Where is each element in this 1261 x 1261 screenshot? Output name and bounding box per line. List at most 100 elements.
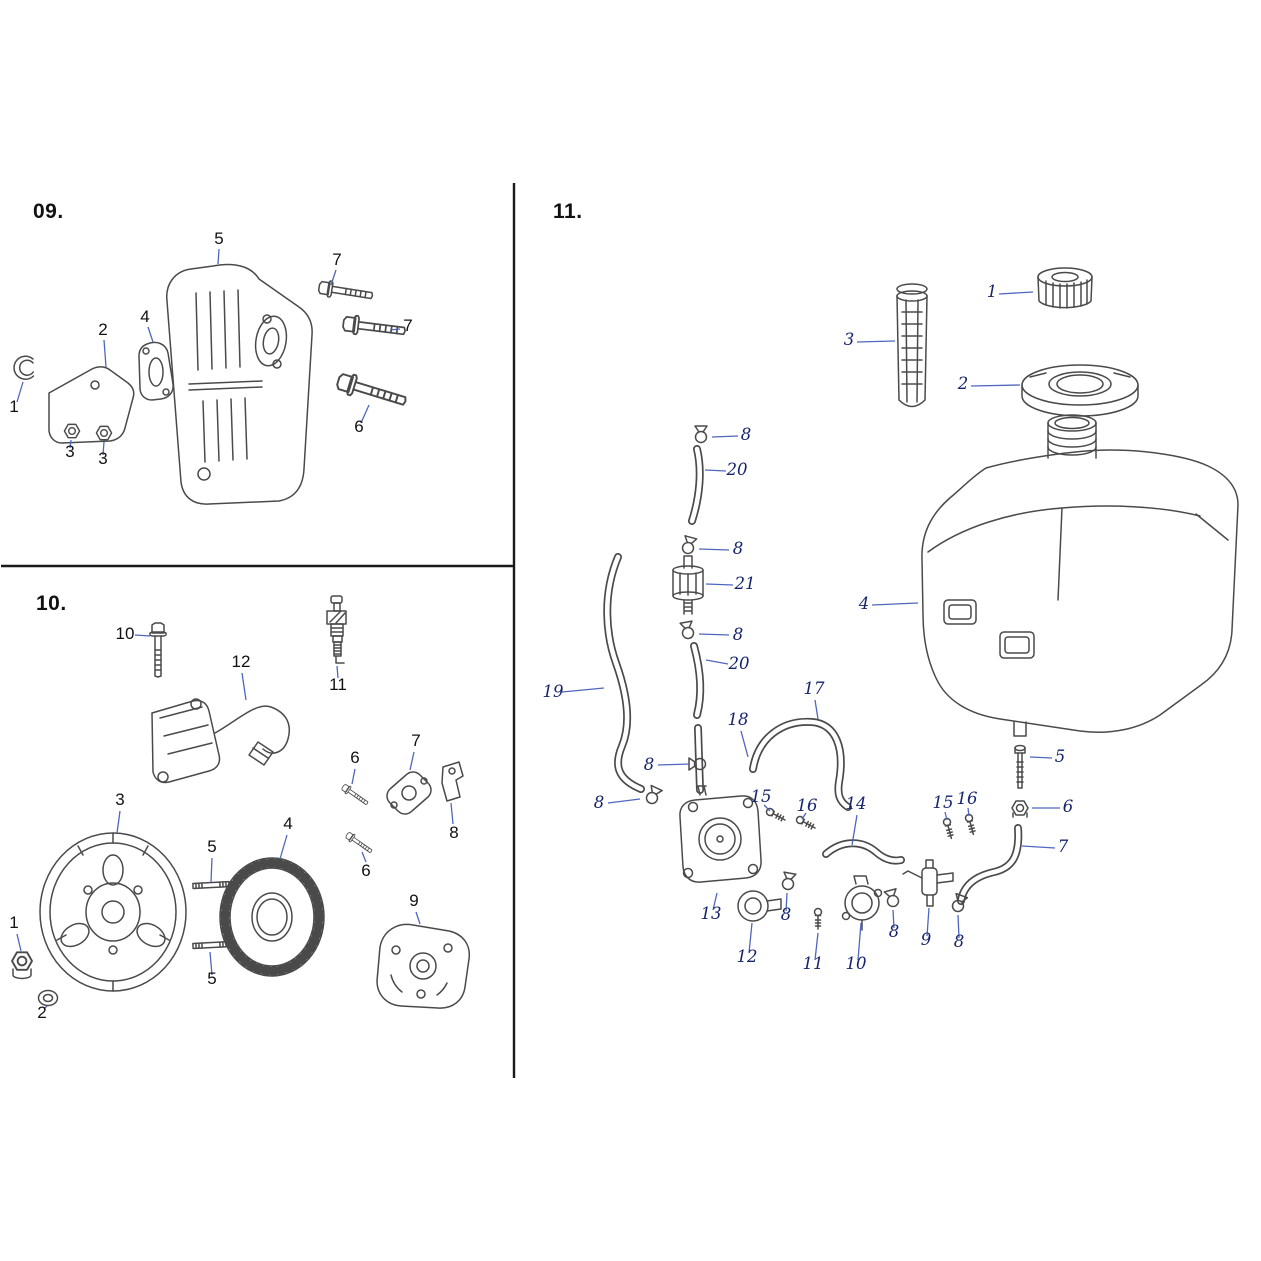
svg-text:6: 6 [361,861,370,880]
spark-plug [326,595,347,664]
callout: 11 [329,665,347,694]
svg-text:16: 16 [957,789,978,808]
callout: 10 [116,624,151,643]
callout: 3 [98,441,108,468]
svg-text:3: 3 [844,330,855,349]
ignition-coil [151,698,291,784]
callout: 3 [115,790,125,834]
callout: 4 [858,594,919,613]
callout: 16 [797,796,818,820]
svg-text:10: 10 [116,624,135,643]
callout: 8 [698,625,744,644]
callout: 8 [711,425,751,444]
flange-bolt [149,622,167,678]
callout: 12 [232,652,251,701]
fuel-gauge-ring [1021,364,1139,417]
svg-text:8: 8 [449,823,458,842]
svg-text:11: 11 [803,954,824,973]
stator [219,857,325,977]
svg-text:1: 1 [987,282,998,301]
callout: 8 [954,914,964,951]
svg-text:5: 5 [207,969,216,988]
svg-text:8: 8 [594,793,605,812]
callout: 8 [698,539,743,558]
svg-text:19: 19 [543,682,564,701]
callout: 10 [846,922,867,973]
return-hose [749,717,852,811]
primer-pump [737,890,782,922]
washer [37,989,59,1007]
svg-text:15: 15 [751,787,772,806]
svg-text:7: 7 [1058,837,1069,856]
svg-text:9: 9 [921,930,932,949]
svg-text:6: 6 [350,748,359,767]
callout: 6 [354,404,370,436]
svg-text:20: 20 [728,654,750,673]
hex-nut [63,423,113,441]
fuel-strainer [896,283,928,408]
section-09-title: 09. [33,200,64,223]
svg-text:6: 6 [1063,797,1074,816]
callout: 1 [987,282,1034,301]
callout: 6 [1032,797,1073,816]
callout: 20 [705,654,750,673]
callout: 17 [804,679,825,720]
svg-text:18: 18 [728,710,749,729]
callout: 7 [409,731,421,771]
svg-text:1: 1 [9,397,18,416]
section-11-fuel-tank: 1 3 2 4 8 20 8 21 8 20 19 17 18 8 8 15 1… [543,267,1239,973]
callout: 2 [37,1003,48,1022]
svg-text:12: 12 [232,652,251,671]
callout: 4 [279,814,293,860]
fuel-cap [1037,267,1093,309]
svg-text:2: 2 [957,374,969,393]
callout: 9 [409,891,421,925]
svg-text:4: 4 [858,594,870,613]
svg-text:8: 8 [889,922,900,941]
hose-clamp [643,425,969,914]
tank-bolt [1014,744,1026,789]
callout: 5 [1029,747,1066,766]
svg-text:7: 7 [332,250,341,269]
svg-text:10: 10 [846,954,867,973]
muffler-body [166,263,313,505]
callout: 7 [1021,837,1069,856]
svg-text:8: 8 [733,625,744,644]
crank-nut [11,951,33,980]
svg-text:8: 8 [781,905,792,924]
svg-text:3: 3 [115,790,124,809]
fuel-hose [957,824,1023,905]
svg-text:9: 9 [409,891,418,910]
svg-text:7: 7 [411,731,420,750]
bracket [441,761,464,802]
callout: 8 [449,802,459,842]
flywheel [39,832,187,992]
fuel-valve [902,859,954,907]
svg-text:5: 5 [214,229,223,248]
callout: 8 [644,755,691,774]
exhaust-gasket [138,341,174,401]
fuel-pump [841,875,883,931]
callout: 18 [728,710,749,758]
callout: 5 [207,837,217,883]
svg-text:14: 14 [846,794,867,813]
pump-hose [822,839,905,865]
callout: 8 [781,892,792,924]
pump-body [679,785,762,883]
callout: 5 [214,229,224,265]
callout: 8 [594,793,641,812]
svg-text:6: 6 [354,417,363,436]
callout: 20 [704,460,748,479]
svg-text:4: 4 [140,307,149,326]
svg-text:2: 2 [37,1003,46,1022]
callout: 11 [803,932,824,973]
callout: 6 [361,851,371,880]
section-10-ignition: 10 12 11 3 6 7 8 6 5 4 9 1 2 5 [9,595,471,1022]
tank-nut [1011,800,1029,818]
breather-hose [603,553,645,793]
svg-text:8: 8 [644,755,655,774]
callout: 4 [140,307,154,343]
svg-text:5: 5 [1055,747,1066,766]
